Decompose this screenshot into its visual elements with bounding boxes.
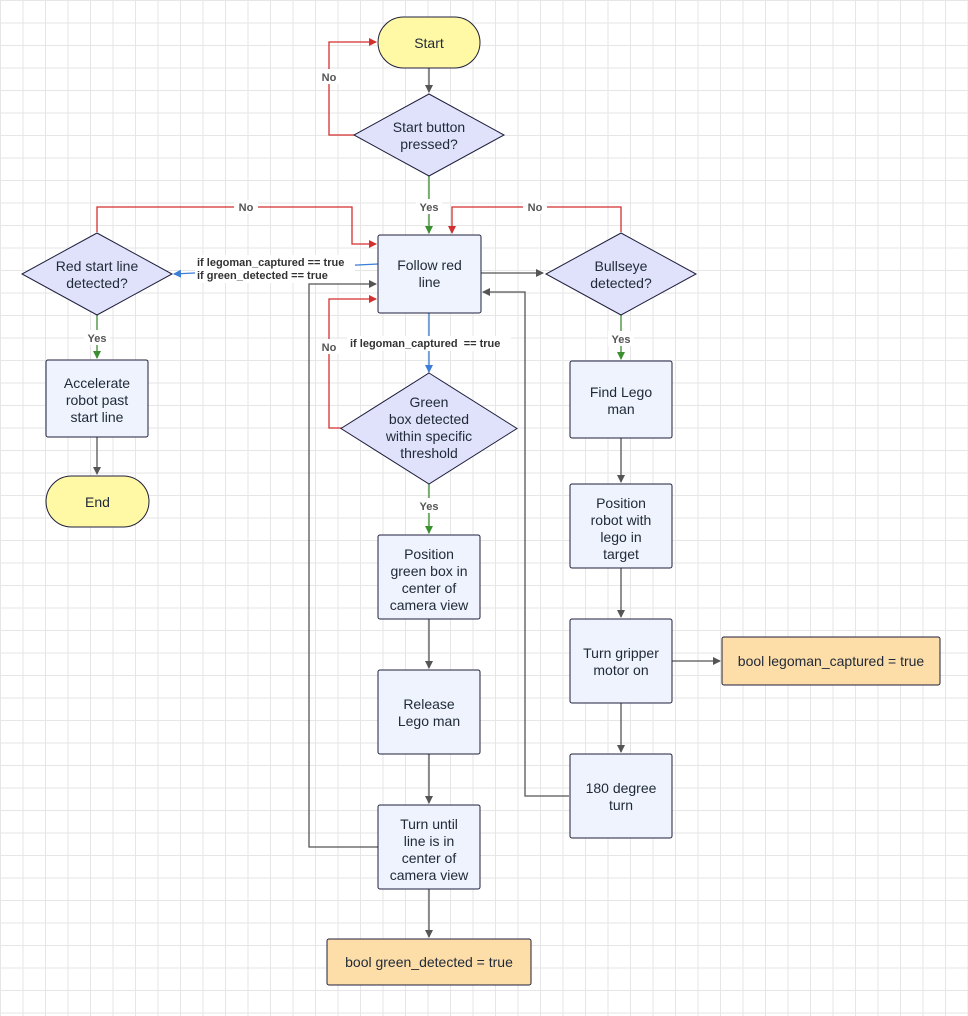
edge-labels: No Yes No No Yes Yes No Yes if legoman_c… (84, 69, 634, 513)
node-turn-gripper[interactable]: Turn gripper motor on (569, 618, 673, 704)
node-redline-line2: detected? (66, 275, 128, 291)
label-yes-redline: Yes (88, 333, 107, 345)
node-turn-until[interactable]: Turn until line is in center of camera v… (377, 804, 481, 890)
node-position-green-line4: camera view (390, 597, 469, 613)
node-green-detected-label: bool green_detected = true (345, 954, 513, 970)
label-no-bullseye: No (528, 202, 543, 214)
node-greenbox-line2: box detected (389, 411, 469, 427)
node-180-line1: 180 degree (586, 780, 657, 796)
node-gripper-line1: Turn gripper (583, 645, 659, 661)
label-no-redline: No (239, 202, 254, 214)
node-position-robot-line1: Position (596, 495, 646, 511)
node-end-label: End (85, 494, 110, 510)
node-accelerate-line3: start line (71, 409, 124, 425)
node-greenbox-line3: within specific (385, 428, 472, 444)
node-position-green-line3: center of (402, 580, 457, 596)
node-legoman-captured[interactable]: bool legoman_captured = true (721, 636, 941, 686)
node-turn-until-line1: Turn until (400, 816, 458, 832)
node-release-line2: Lego man (398, 713, 460, 729)
node-position-green-box[interactable]: Position green box in center of camera v… (377, 534, 481, 620)
node-position-green-line2: green box in (390, 563, 467, 579)
label-no-start: No (322, 72, 337, 84)
label-cond-legoman: if legoman_captured == true (197, 257, 344, 269)
label-yes-bullseye: Yes (612, 334, 631, 346)
node-position-robot-line4: target (603, 546, 639, 562)
node-release-lego-man[interactable]: Release Lego man (377, 669, 481, 755)
node-follow-red-line[interactable]: Follow red line (377, 234, 482, 314)
edge-button-no-loop (328, 38, 377, 136)
node-green-box-decision[interactable]: Green box detected within specific thres… (340, 372, 518, 485)
edge-turnuntil-to-follow (308, 280, 378, 848)
label-no-greenbox: No (322, 342, 337, 354)
label-cond-legoman-down: if legoman_captured == true (350, 338, 500, 350)
node-turn-until-line3: center of (402, 850, 457, 866)
node-follow-line2: line (419, 274, 441, 290)
node-accelerate-line2: robot past (66, 392, 128, 408)
node-start-button-line1: Start button (393, 119, 465, 135)
node-start-button-decision[interactable]: Start button pressed? (352, 93, 506, 177)
node-start-label: Start (414, 35, 444, 51)
node-greenbox-line4: threshold (400, 445, 458, 461)
node-end[interactable]: End (45, 475, 150, 528)
node-red-start-line-decision[interactable]: Red start line detected? (20, 232, 174, 316)
node-position-green-line1: Position (404, 546, 454, 562)
label-yes-start: Yes (420, 202, 439, 214)
node-redline-line1: Red start line (56, 258, 139, 274)
node-position-robot-line3: lego in (600, 529, 641, 545)
node-find-lego-man[interactable]: Find Lego man (569, 360, 673, 439)
node-accelerate[interactable]: Accelerate robot past start line (45, 359, 149, 438)
label-yes-greenbox: Yes (420, 501, 439, 513)
node-gripper-line2: motor on (593, 662, 648, 678)
node-bullseye-decision[interactable]: Bullseye detected? (544, 232, 698, 316)
node-greenbox-line1: Green (410, 394, 449, 410)
node-green-detected[interactable]: bool green_detected = true (326, 938, 532, 986)
node-180-turn[interactable]: 180 degree turn (569, 753, 673, 839)
node-find-line2: man (607, 401, 634, 417)
edge-redline-no (96, 206, 377, 248)
label-cond-green: if green_detected == true (197, 270, 328, 282)
edge-180-to-follow (482, 288, 569, 797)
node-release-line1: Release (403, 696, 455, 712)
node-bullseye-line2: detected? (590, 275, 652, 291)
node-turn-until-line4: camera view (390, 867, 469, 883)
node-find-line1: Find Lego (590, 384, 652, 400)
node-accelerate-line1: Accelerate (64, 375, 130, 391)
node-position-robot[interactable]: Position robot with lego in target (569, 483, 673, 569)
nodes: Start Start button pressed? Follow red l… (20, 16, 941, 986)
node-180-line2: turn (609, 797, 633, 813)
edge-greenbox-no (328, 295, 377, 429)
node-position-robot-line2: robot with (591, 512, 652, 528)
node-turn-until-line2: line is in (404, 833, 455, 849)
node-follow-line1: Follow red (397, 257, 462, 273)
node-legoman-captured-label: bool legoman_captured = true (738, 653, 925, 669)
node-bullseye-line1: Bullseye (595, 258, 648, 274)
node-start-button-line2: pressed? (400, 136, 458, 152)
node-start[interactable]: Start (377, 16, 481, 69)
